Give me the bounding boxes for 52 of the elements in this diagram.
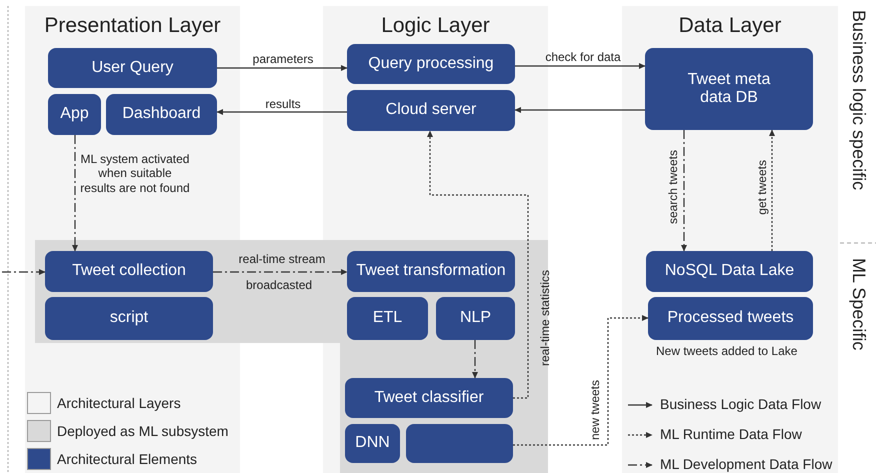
layer-title: Presentation Layer: [43, 14, 222, 38]
component-box: DNN: [345, 424, 400, 463]
arrow: [515, 63, 646, 69]
arrow: [2, 269, 46, 275]
legend-text: ML Runtime Data Flow: [660, 426, 802, 442]
component-box: Processed tweets: [648, 297, 813, 340]
arrow: [217, 65, 348, 71]
component-box: App: [48, 94, 101, 135]
component-box: Tweet meta data DB: [645, 48, 813, 130]
empty-box: [406, 424, 513, 463]
component-box: Dashboard: [106, 94, 217, 135]
node-caption: New tweets added to Lake: [656, 344, 798, 358]
section-label: ML Specific: [848, 258, 869, 350]
arrow: [213, 269, 348, 275]
edge-label: get tweets: [755, 160, 769, 215]
layer-band: [25, 6, 240, 473]
edge-label: ML system activated when suitable results are not found: [80, 152, 190, 196]
annotation-text: broadcasted: [246, 278, 312, 292]
edge-label: results: [264, 97, 302, 112]
layer-title: Logic Layer: [380, 14, 491, 38]
arrow: [681, 130, 687, 252]
component-box: script: [45, 297, 213, 340]
layer-band: [622, 6, 838, 473]
arrow: [72, 135, 78, 252]
arrow: [769, 130, 775, 251]
legend-text: Business Logic Data Flow: [660, 396, 822, 412]
section-label: Business logic specific: [848, 10, 869, 190]
component-box: Tweet classifier: [345, 378, 513, 418]
edge-label: parameters: [252, 52, 314, 66]
component-box: Cloud server: [347, 90, 515, 131]
component-box: Tweet transformation: [347, 251, 515, 292]
component-box: NoSQL Data Lake: [646, 251, 813, 292]
arrow: [427, 130, 529, 399]
edge-label: real-time stream: [238, 252, 326, 266]
legend-text: Architectural Elements: [57, 451, 198, 467]
edge-label: check for data: [544, 50, 622, 64]
component-box: Tweet collection: [45, 251, 213, 292]
arrow: [513, 315, 648, 446]
edge-label: new tweets: [588, 380, 602, 440]
legend-text: ML Development Data Flow: [660, 456, 832, 472]
arrow: [472, 340, 478, 378]
component-box: NLP: [436, 297, 515, 340]
edge-label: search tweets: [666, 150, 680, 224]
layer-title: Data Layer: [678, 14, 782, 38]
component-box: Query processing: [347, 44, 515, 84]
component-box: User Query: [48, 48, 217, 88]
edge-label: real-time statistics: [538, 270, 552, 366]
component-box: ETL: [347, 297, 428, 340]
legend-text: Deployed as ML subsystem: [57, 423, 228, 439]
arrow: [216, 109, 347, 115]
legend-text: Architectural Layers: [57, 395, 181, 411]
arrow: [514, 107, 645, 113]
